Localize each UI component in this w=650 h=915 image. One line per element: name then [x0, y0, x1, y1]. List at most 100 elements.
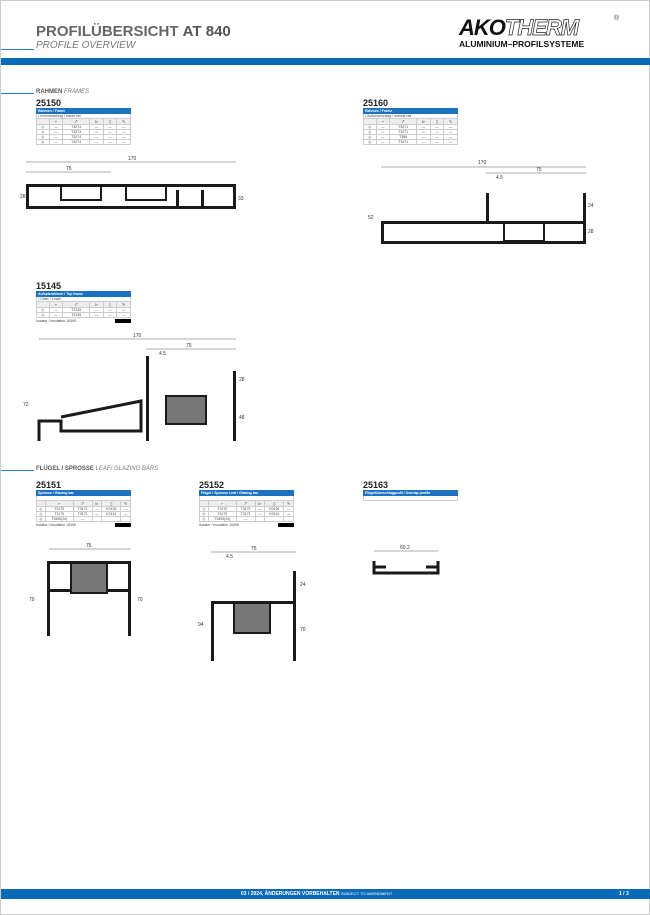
- svg-text:70: 70: [300, 627, 306, 633]
- profile-25160: 25160 Rahmen / Frame • Außenanschlag / o…: [363, 98, 458, 145]
- accessory-table: Flügel / Sprosse Leaf / Glazing bar ⌐⤤⊳▯…: [199, 490, 294, 522]
- table-cell: [101, 516, 122, 522]
- table-cell: —: [102, 312, 118, 318]
- table-cell: —: [48, 139, 64, 145]
- profile-code: 25163: [363, 480, 389, 490]
- divider: [1, 470, 34, 471]
- drawing-25163: 60.2: [372, 545, 440, 575]
- table-cell: [254, 516, 266, 522]
- accessory-table: Rahmen / Frame • Außenanschlag / outside…: [363, 108, 458, 145]
- svg-text:52: 52: [368, 215, 374, 221]
- svg-text:170: 170: [128, 156, 137, 162]
- table-row: ◎T3490(2x)—: [36, 516, 131, 522]
- insulator-row: Isolator / insulation 15395: [36, 319, 131, 323]
- svg-text:33: 33: [238, 196, 244, 202]
- drawing-15145: 170 75 4.5 72 28 48: [23, 333, 245, 441]
- page-number: 1 / 3: [619, 891, 629, 897]
- header-bar: [1, 58, 650, 65]
- table-row: ◎—T3271———: [363, 139, 458, 145]
- footer-text: 03 / 2024, ÄNDERUNGEN VORBEHALTEN SUBJEC…: [241, 891, 393, 897]
- profile-25150: 25150 Rahmen / Frame • Innenanschlag / i…: [36, 98, 131, 145]
- table-cell: —: [48, 312, 64, 318]
- profile-code: 25160: [363, 98, 389, 108]
- insulator-swatch: [115, 523, 131, 527]
- drawing-25150: 170 75 28 33: [20, 156, 244, 209]
- table-desc: [363, 495, 458, 501]
- logo: AKOTHERM ALUMINIUM–PROFILSYSTEME ®: [459, 15, 619, 49]
- row-symbol-icon: ◎: [36, 139, 50, 145]
- table-cell: T3139: [62, 312, 91, 318]
- table-cell: T3490(2x): [207, 516, 237, 522]
- svg-text:72: 72: [23, 402, 29, 408]
- table-cell: —: [72, 516, 93, 522]
- section-leaf: FLÜGEL / SPROSSE LEAF/ GLAZING BARS: [36, 466, 159, 472]
- svg-text:28: 28: [588, 229, 594, 235]
- svg-text:24: 24: [300, 582, 306, 588]
- table-cell: [264, 516, 285, 522]
- page-subtitle: PROFILE OVERVIEW: [36, 40, 136, 51]
- table-cell: [120, 516, 131, 522]
- table-cell: T3271: [389, 139, 418, 145]
- profile-code: 15145: [36, 281, 62, 291]
- svg-text:75: 75: [86, 543, 92, 549]
- accessory-table: Aufsatzrahmen / Top frame • Unter / Lowe…: [36, 291, 131, 318]
- insulator-row: Isolator / insulation 15396: [199, 523, 294, 527]
- svg-text:75: 75: [66, 166, 72, 172]
- drawing-25151: 75 70 70: [29, 543, 143, 636]
- table-cell: —: [416, 139, 431, 145]
- table-row: ◎T3490(2x)—: [199, 516, 294, 522]
- profile-25152: 25152 Flügel / Sprosse Leaf / Glazing ba…: [199, 480, 294, 527]
- table-row: ◎—T3139———: [36, 312, 131, 318]
- svg-text:70: 70: [137, 597, 143, 603]
- table-cell: —: [443, 139, 458, 145]
- svg-text:75: 75: [251, 546, 257, 552]
- table-cell: [91, 516, 103, 522]
- accessory-table: Flügelüberschlagprofil / Overlap profile: [363, 490, 458, 501]
- profile-code: 25150: [36, 98, 62, 108]
- profile-code: 25151: [36, 480, 62, 490]
- svg-text:28: 28: [20, 194, 26, 200]
- svg-text:4.5: 4.5: [159, 351, 166, 357]
- table-cell: —: [116, 139, 131, 145]
- table-cell: —: [235, 516, 256, 522]
- svg-text:4.5: 4.5: [496, 175, 503, 181]
- table-cell: —: [102, 139, 118, 145]
- row-symbol-icon: ◎: [363, 139, 377, 145]
- table-cell: T3274: [62, 139, 91, 145]
- svg-text:60.2: 60.2: [400, 545, 410, 551]
- table-cell: —: [375, 139, 391, 145]
- table-cell: —: [89, 139, 104, 145]
- profile-15145: 15145 Aufsatzrahmen / Top frame • Unter …: [36, 281, 131, 323]
- row-symbol-icon: ◎: [199, 516, 209, 522]
- table-cell: [283, 516, 294, 522]
- svg-text:70: 70: [29, 597, 35, 603]
- profile-code: 25152: [199, 480, 225, 490]
- section-frames: RAHMEN FRAMES: [36, 89, 90, 95]
- table-cell: —: [116, 312, 131, 318]
- svg-text:4.5: 4.5: [226, 554, 233, 560]
- svg-text:48: 48: [239, 415, 245, 421]
- svg-text:28: 28: [239, 377, 245, 383]
- page-title: PROFILÜBERSICHT AT 840: [36, 23, 231, 40]
- insulator-swatch: [115, 319, 131, 323]
- insulator-swatch: [278, 523, 294, 527]
- svg-text:75: 75: [186, 343, 192, 349]
- table-cell: —: [429, 139, 445, 145]
- table-cell: T3490(2x): [44, 516, 74, 522]
- accessory-table: Rahmen / Frame • Innenanschlag / inside …: [36, 108, 131, 145]
- divider: [1, 49, 34, 50]
- row-symbol-icon: ◎: [36, 516, 46, 522]
- table-cell: —: [89, 312, 104, 318]
- drawing-25152: 75 4.5 94 24 70: [198, 546, 306, 661]
- insulator-row: Isolator / insulation 15396: [36, 523, 131, 527]
- svg-text:94: 94: [198, 622, 204, 628]
- svg-text:75: 75: [536, 167, 542, 173]
- svg-text:170: 170: [133, 333, 142, 339]
- table-row: ◎—T3274———: [36, 139, 131, 145]
- divider: [1, 93, 34, 94]
- row-symbol-icon: ◎: [36, 312, 50, 318]
- svg-text:170: 170: [478, 160, 487, 166]
